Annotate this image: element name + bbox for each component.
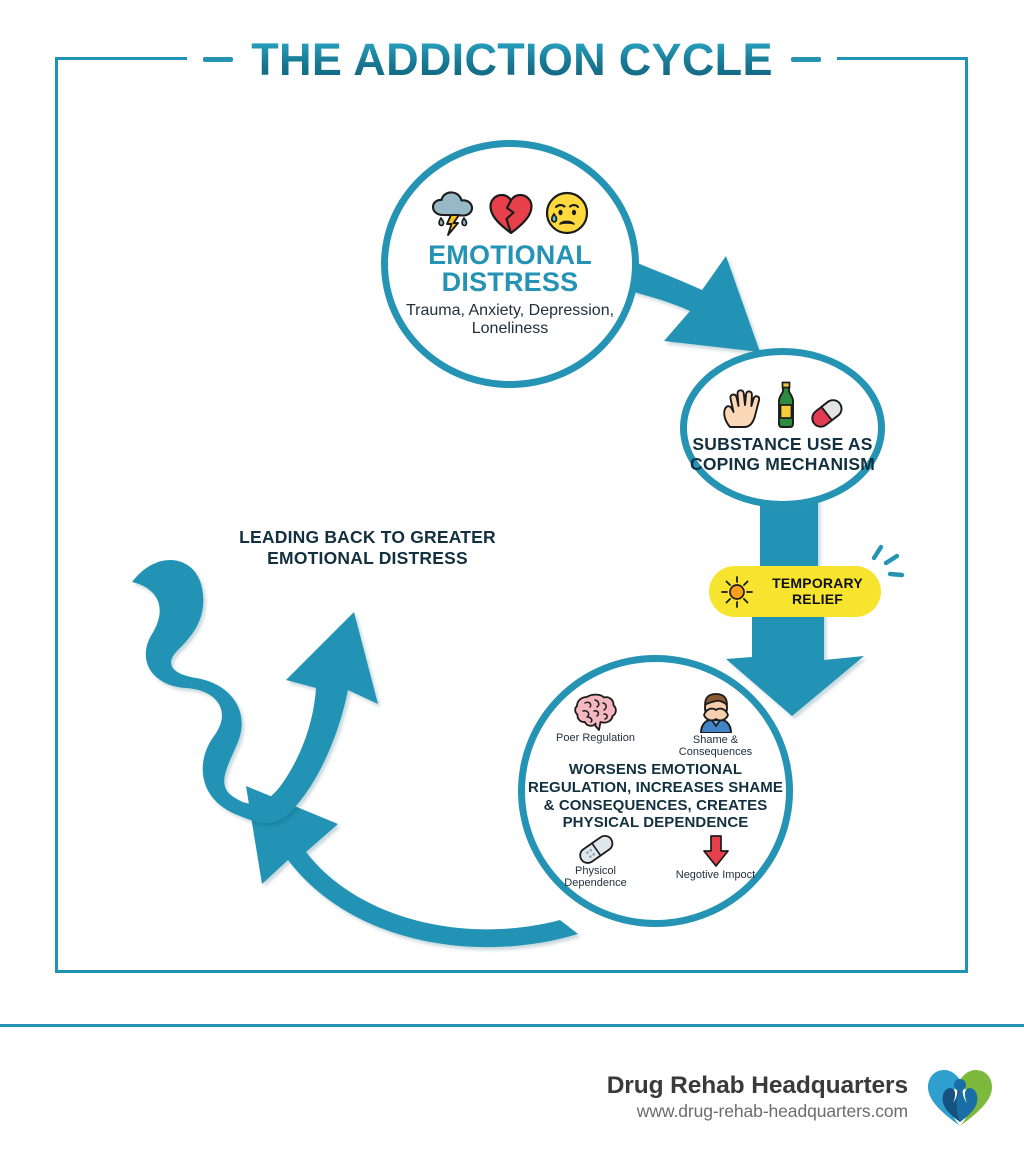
emotional-distress-heading: EMOTIONAL DISTRESS <box>428 239 592 298</box>
hand-icon <box>722 389 760 429</box>
footer-divider <box>0 1024 1024 1027</box>
storm-cloud-icon <box>431 191 474 236</box>
broken-heart-icon <box>489 193 533 234</box>
arrow-substance-to-worsening <box>726 495 864 716</box>
pill-icon <box>810 399 842 428</box>
crying-face-icon <box>545 191 589 234</box>
down-arrow-icon <box>702 834 729 867</box>
item-label: Negotive Impoct <box>675 868 756 881</box>
facepalm-person-icon <box>699 692 732 733</box>
node-emotional-distress[interactable]: EMOTIONAL DISTRESS Trauma, Anxiety, Depr… <box>381 140 639 388</box>
item-poor-regulation: Poer Regulation <box>553 693 639 759</box>
footer-website[interactable]: www.drug-rehab-headquarters.com <box>636 1100 908 1121</box>
brain-icon <box>573 693 617 731</box>
emotional-distress-icons <box>430 190 590 236</box>
heart-people-logo <box>928 1070 992 1126</box>
sun-icon <box>721 575 753 608</box>
bottle-icon <box>777 381 794 429</box>
worsening-heading: WORSENS EMOTIONAL REGULATION, INCREASES … <box>528 761 783 832</box>
arrow-loop-to-distress <box>132 559 378 824</box>
substance-use-icons <box>721 381 845 429</box>
title-dash-left <box>203 56 234 62</box>
footer: Drug Rehab Headquarters www.drug-rehab-h… <box>0 1052 1024 1142</box>
page-title-text: THE ADDICTION CYCLE <box>251 33 773 85</box>
item-shame-consequences: Shame & Consequences <box>673 692 759 759</box>
worsening-bottom-items: Physicol Dependence Negotive Impoct <box>553 834 759 890</box>
arrow-worsening-to-loop <box>246 786 578 948</box>
arrow-distress-to-substance <box>600 250 760 352</box>
sparkle-lines-icon <box>871 544 905 578</box>
item-label: Poer Regulation <box>556 731 635 744</box>
node-worsening[interactable]: Poer Regulation Shame & Consequences WOR… <box>518 655 793 927</box>
title-dash-right <box>790 56 821 62</box>
node-substance-use[interactable]: SUBSTANCE USE AS COPING MECHANISM <box>680 348 885 508</box>
substance-use-heading: SUBSTANCE USE AS COPING MECHANISM <box>689 434 875 474</box>
item-label: Shame & Consequences <box>678 733 753 759</box>
item-physical-dependence: Physicol Dependence <box>553 834 639 890</box>
item-negative-impact: Negotive Impoct <box>673 834 759 890</box>
temporary-relief-badge[interactable]: TEMPORARY RELIEF <box>709 566 881 617</box>
temporary-relief-label: TEMPORARY RELIEF <box>772 575 863 607</box>
emotional-distress-subtitle: Trauma, Anxiety, Depression, Loneliness <box>405 301 615 338</box>
worsening-top-items: Poer Regulation Shame & Consequences <box>553 692 759 759</box>
footer-brand: Drug Rehab Headquarters <box>606 1071 908 1099</box>
item-label: Physicol Dependence <box>564 864 627 889</box>
page-title: THE ADDICTION CYCLE <box>0 28 1024 90</box>
loop-caption: LEADING BACK TO GREATER EMOTIONAL DISTRE… <box>239 527 496 568</box>
bandage-pill-icon <box>578 834 613 864</box>
